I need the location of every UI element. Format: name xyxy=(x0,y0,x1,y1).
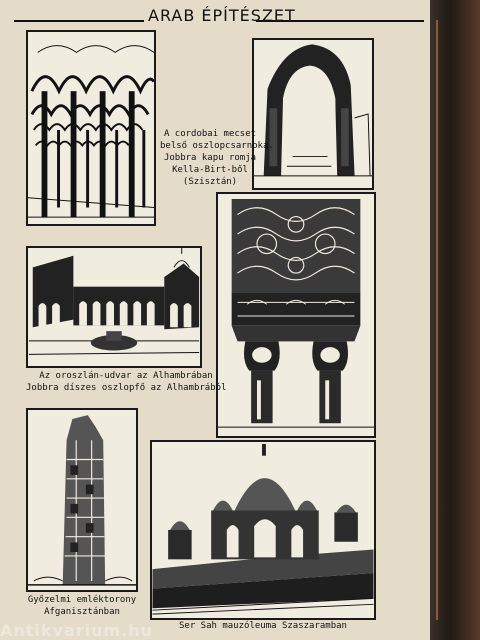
alhambra-capital-drawing xyxy=(218,195,374,435)
mausoleum-illustration xyxy=(150,440,376,620)
caption-line: Kella-Birt-ből xyxy=(172,165,248,175)
mausoleum-caption: Ser Sah mauzóleuma Szaszaramban xyxy=(150,620,376,632)
header-rule-left xyxy=(14,20,144,22)
cordoba-mosque-drawing xyxy=(28,33,154,223)
caption-line: Jobbra kapu romja xyxy=(163,153,257,163)
caption-line: belső oszlopcsarnoka. xyxy=(160,141,274,151)
victory-tower-illustration xyxy=(26,408,138,592)
alhambra-courtyard-drawing xyxy=(28,248,200,366)
caption-line: Győzelmi emléktorony xyxy=(27,595,137,605)
tower-caption: Győzelmi emléktorony Afganisztánban xyxy=(26,594,138,618)
gate-ruin-illustration xyxy=(252,38,374,190)
book-page: ARAB ÉPÍTÉSZET xyxy=(0,0,430,640)
caption-line: Afganisztánban xyxy=(44,607,120,617)
watermark-text: Antikvarium.hu xyxy=(0,621,154,640)
cordoba-mosque-illustration xyxy=(26,30,156,226)
cordoba-caption: A cordobai mecset belső oszlopcsarnoka. … xyxy=(160,128,274,188)
caption-line: Az oroszlán-udvar az Alhambrában xyxy=(39,371,213,381)
alhambra-capital-illustration xyxy=(216,192,376,438)
caption-line: (Szisztán) xyxy=(182,177,238,187)
alhambra-caption: Az oroszlán-udvar az Alhambrában Jobbra … xyxy=(26,370,226,394)
caption-line: A cordobai mecset xyxy=(163,129,257,139)
gate-ruin-drawing xyxy=(254,40,372,188)
binding-edge xyxy=(436,20,438,620)
alhambra-courtyard-illustration xyxy=(26,246,202,368)
mausoleum-drawing xyxy=(152,442,374,618)
page-title: ARAB ÉPÍTÉSZET xyxy=(148,6,296,25)
victory-tower-drawing xyxy=(28,411,136,589)
book-binding xyxy=(430,0,480,640)
caption-line: Ser Sah mauzóleuma Szaszaramban xyxy=(179,621,347,631)
caption-line: Jobbra díszes oszlopfő az Alhambrából xyxy=(26,383,227,393)
header-rule-right xyxy=(256,20,424,22)
